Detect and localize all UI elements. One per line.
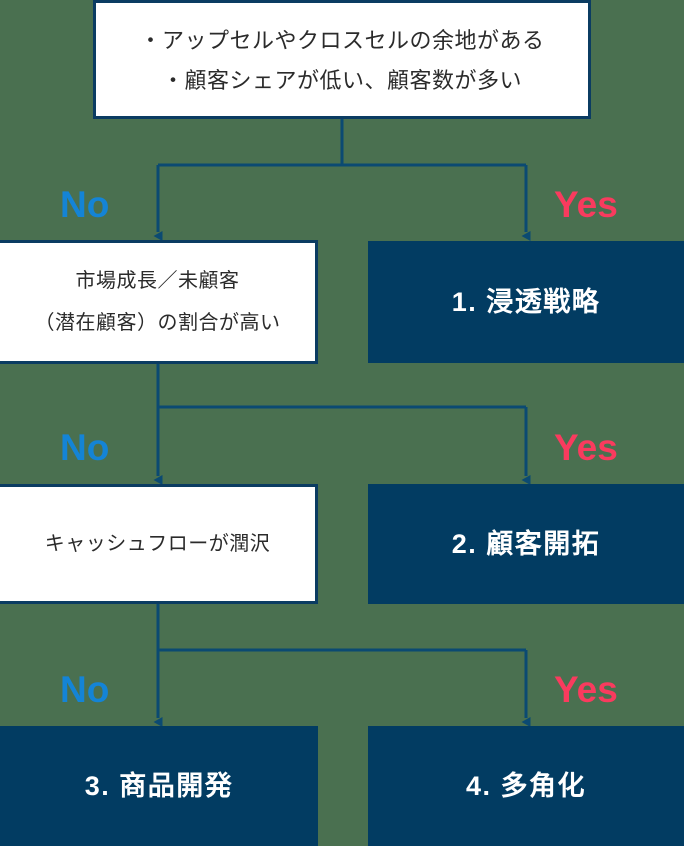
outcome-box-product-development: 3. 商品開発 <box>0 726 318 846</box>
criteria-line-2: ・顧客シェアが低い、顧客数が多い <box>161 67 522 93</box>
connector-level-3 <box>153 604 531 727</box>
criteria-line-1: ・アップセルやクロスセルの余地がある <box>139 27 545 53</box>
decision-1-line-1: 市場成長／未顧客 <box>75 270 240 292</box>
outcome-4-label: 4. 多角化 <box>465 771 587 801</box>
decision-2-line-1: キャッシュフローが潤沢 <box>44 533 271 555</box>
decision-box-market-growth: 市場成長／未顧客 （潜在顧客）の割合が高い <box>0 240 318 364</box>
outcome-2-label: 2. 顧客開拓 <box>451 529 601 559</box>
connector-level-1 <box>153 119 531 241</box>
outcome-box-diversification: 4. 多角化 <box>368 726 684 846</box>
criteria-box: ・アップセルやクロスセルの余地がある ・顧客シェアが低い、顧客数が多い <box>93 0 591 119</box>
branch-label-yes-3: Yes <box>554 669 618 710</box>
branch-label-no-1: No <box>60 184 110 225</box>
branch-label-no-2: No <box>60 427 110 468</box>
branch-label-yes-1: Yes <box>554 184 618 225</box>
outcome-3-label: 3. 商品開発 <box>84 771 234 801</box>
branch-label-no-3: No <box>60 669 110 710</box>
outcome-box-market-development: 2. 顧客開拓 <box>368 484 684 604</box>
outcome-box-market-penetration: 1. 浸透戦略 <box>368 241 684 363</box>
decision-box-cash-flow: キャッシュフローが潤沢 <box>0 484 318 604</box>
connector-level-2 <box>153 364 531 485</box>
decision-1-line-2: （潜在顧客）の割合が高い <box>34 312 281 334</box>
branch-label-yes-2: Yes <box>554 427 618 468</box>
outcome-1-label: 1. 浸透戦略 <box>451 287 601 317</box>
